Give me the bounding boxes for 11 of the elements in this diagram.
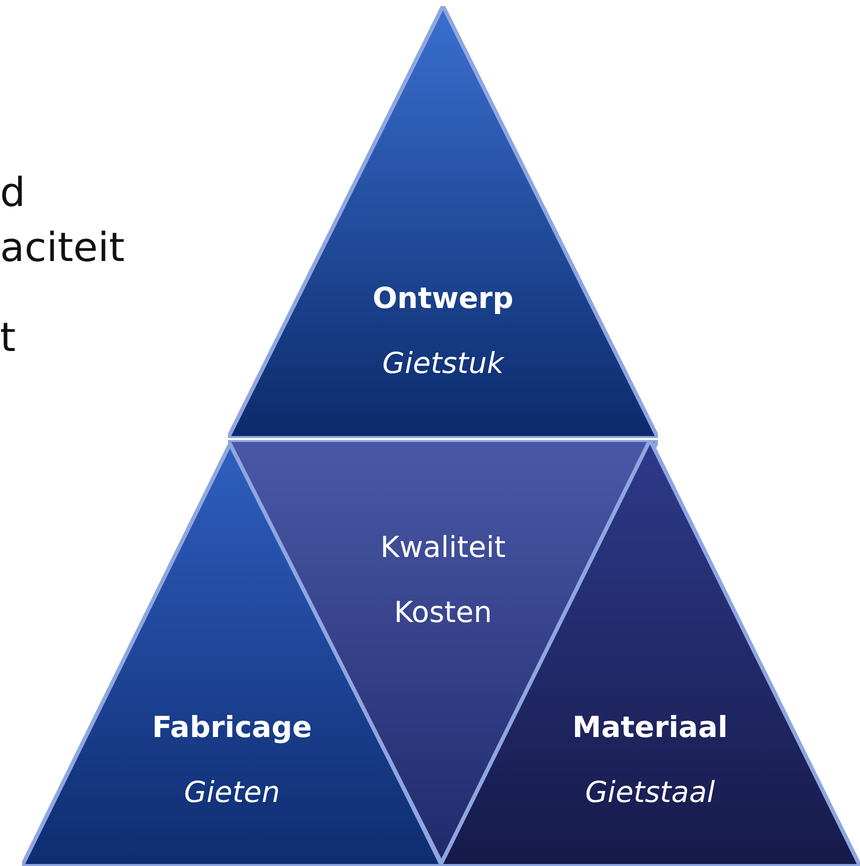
heading-text: Fabricage [151,710,313,744]
body-text: Kosten [392,595,494,629]
subtitle-text: Gieten [183,775,281,809]
body-text: Kwaliteit [379,530,507,564]
text-fragment: d [0,170,26,216]
subtitle-text: Gietstaal [584,775,716,809]
heading-text: Ontwerp [372,281,514,315]
subtitle-text: Gietstuk [381,346,506,380]
heading-text: Materiaal [571,710,729,744]
text-fragment: aciteit [0,225,125,271]
text-fragment: t [0,315,16,361]
